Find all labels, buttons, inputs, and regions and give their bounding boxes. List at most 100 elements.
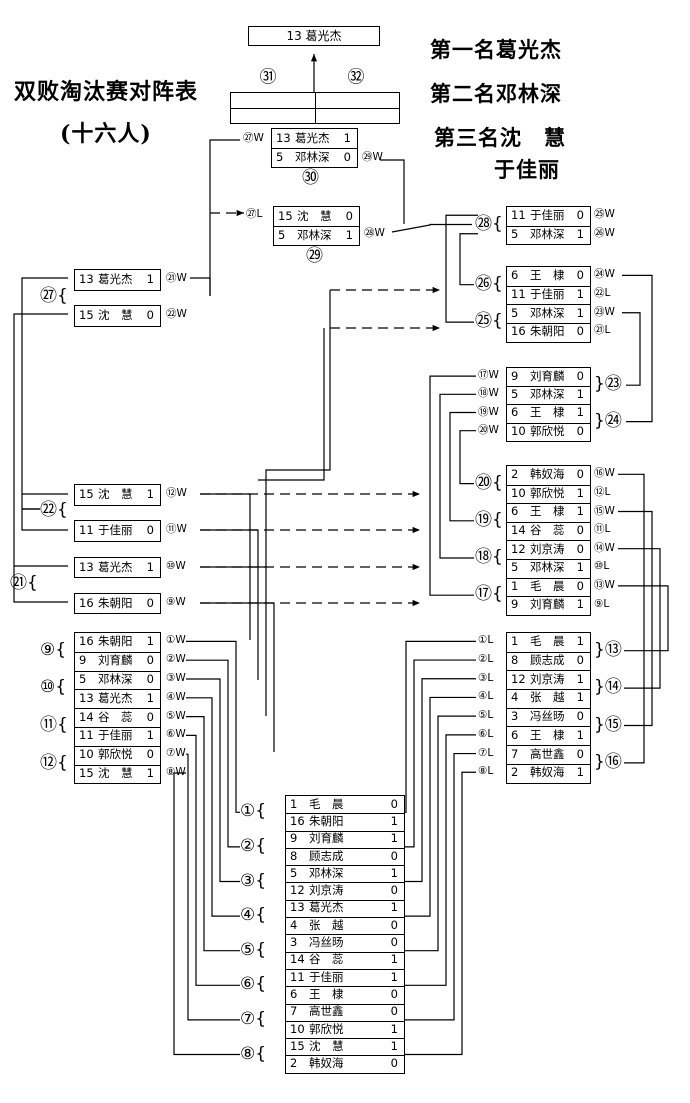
game-result-label: ⑨L — [594, 597, 610, 610]
player-seed: 12 — [511, 541, 526, 556]
player-score: 1 — [576, 765, 584, 780]
player-seed: 13 — [79, 559, 94, 574]
player-score: 0 — [146, 671, 154, 686]
player-name: 王 棣 — [530, 727, 565, 742]
player-score: 1 — [390, 1021, 398, 1036]
player-name: 沈 慧 — [98, 765, 133, 780]
game-result-label: ⑯W — [594, 467, 615, 480]
bracket-connector — [405, 734, 476, 986]
player-name: 朱朝阳 — [530, 324, 565, 339]
player-score: 1 — [390, 969, 398, 984]
player-seed: 10 — [290, 1021, 305, 1036]
champion-box: 13 葛光杰 — [248, 26, 380, 46]
game-result-label: ⑦W — [166, 747, 186, 760]
standing-second: 第二名邓林深 — [430, 81, 562, 106]
bracket-connector — [21, 509, 68, 531]
game-result-label: ③L — [478, 671, 494, 684]
player-seed: 1 — [511, 578, 519, 593]
player-seed: 11 — [511, 208, 526, 223]
player-seed: 12 — [511, 671, 526, 686]
game-result-label: ①L — [478, 634, 494, 647]
player-name: 王 棣 — [530, 268, 565, 283]
game-number: ㉚ — [302, 168, 319, 188]
player-name: 高世鑫 — [530, 746, 565, 761]
standing-third: 第三名沈 慧 — [434, 125, 566, 150]
player-score: 0 — [576, 523, 584, 538]
player-name: 葛光杰 — [295, 130, 330, 145]
player-seed: 11 — [511, 287, 526, 302]
game-result-label: ⑲W — [478, 405, 499, 418]
standing-first: 第一名葛光杰 — [430, 37, 562, 62]
player-name: 邓林深 — [530, 560, 565, 575]
arrow-head — [412, 563, 420, 571]
player-seed: 3 — [290, 935, 298, 950]
player-seed: 11 — [79, 728, 94, 743]
bracket-connector — [186, 659, 240, 848]
game-result-label: ㉙W — [362, 151, 383, 163]
player-score: 0 — [146, 307, 154, 322]
player-seed: 4 — [290, 917, 298, 932]
player-score: 1 — [343, 130, 351, 145]
player-seed: 9 — [79, 653, 87, 668]
player-score: 1 — [576, 287, 584, 302]
arrow-head — [432, 324, 440, 332]
bracket-connector — [618, 548, 661, 689]
bracket-connector — [186, 697, 240, 917]
player-seed: 14 — [290, 952, 305, 967]
player-name: 顾志成 — [309, 848, 344, 863]
game-number: ⑳{ — [475, 472, 503, 493]
player-seed: 12 — [290, 883, 305, 898]
player-score: 1 — [576, 387, 584, 402]
player-score: 0 — [146, 747, 154, 762]
player-seed: 6 — [511, 727, 519, 742]
arrow-head — [236, 209, 244, 217]
player-seed: 5 — [511, 305, 519, 320]
page-subtitle: (十六人) — [60, 121, 152, 147]
game-result-label: ㉒L — [594, 287, 611, 300]
game-result-label: ⑫L — [594, 485, 611, 498]
bracket-connector — [186, 715, 240, 952]
player-seed: 4 — [511, 690, 519, 705]
final-match-box — [230, 92, 400, 124]
game-number: ④{ — [240, 905, 267, 926]
game-number: ㉙ — [306, 246, 323, 266]
player-score: 0 — [576, 369, 584, 384]
arrow-head — [432, 286, 440, 294]
player-name: 于佳丽 — [98, 728, 133, 743]
game-number: ㉖{ — [475, 273, 503, 294]
player-seed: 2 — [290, 1056, 298, 1071]
player-seed: 1 — [511, 634, 519, 649]
player-seed: 16 — [79, 634, 94, 649]
player-seed: 8 — [511, 653, 519, 668]
bracket-connector — [459, 430, 476, 485]
bracket-connector — [258, 328, 325, 481]
game-number: ⑫{ — [40, 752, 68, 773]
player-score: 0 — [390, 1056, 398, 1071]
player-name: 谷 蕊 — [309, 952, 344, 967]
game-number: ①{ — [240, 801, 267, 822]
player-score: 0 — [343, 149, 351, 164]
game-result-label: ㉗W — [243, 132, 264, 144]
